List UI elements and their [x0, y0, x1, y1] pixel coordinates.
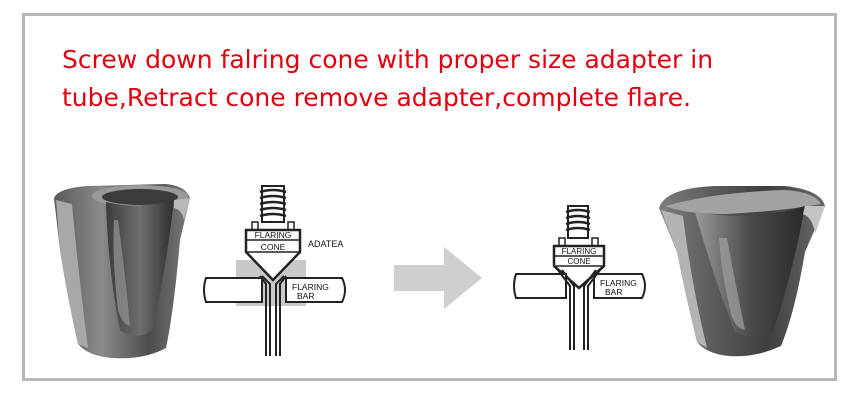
bar-label-1: FLARING — [600, 278, 637, 288]
screw-thread — [565, 205, 591, 239]
instruction-text: Screw down falring cone with proper size… — [62, 45, 714, 112]
flaring-bar-right: FLARING BAR — [285, 277, 346, 303]
flared-tube — [557, 269, 601, 350]
flaring-bar-left — [203, 277, 263, 303]
flared-tube-photo — [659, 186, 825, 357]
screw-thread — [259, 185, 287, 223]
unflared-tube-photo — [54, 184, 190, 359]
tube — [259, 275, 287, 356]
cone-label-2: CONE — [261, 242, 286, 252]
bar-label-2: BAR — [297, 291, 314, 301]
flaring-tool-with-adapter-diagram: FLARING CONE ADATEA FLARING BAR — [203, 185, 346, 356]
cone-label-1: FLARING — [255, 230, 292, 240]
cone-label-1: FLARING — [562, 247, 597, 256]
flaring-cone: FLARING CONE — [244, 221, 302, 282]
flaring-tool-flared-diagram: FLARING CONE FLARING BAR — [513, 205, 646, 350]
flaring-bar-left — [513, 273, 567, 299]
flaring-bar-right: FLARING BAR — [593, 273, 646, 299]
bar-label-1: FLARING — [292, 282, 329, 292]
cone-label-2: CONE — [567, 257, 590, 266]
right-arrow-icon — [394, 247, 482, 309]
bar-label-2: BAR — [605, 287, 622, 297]
adapter-label: ADATEA — [308, 239, 343, 249]
